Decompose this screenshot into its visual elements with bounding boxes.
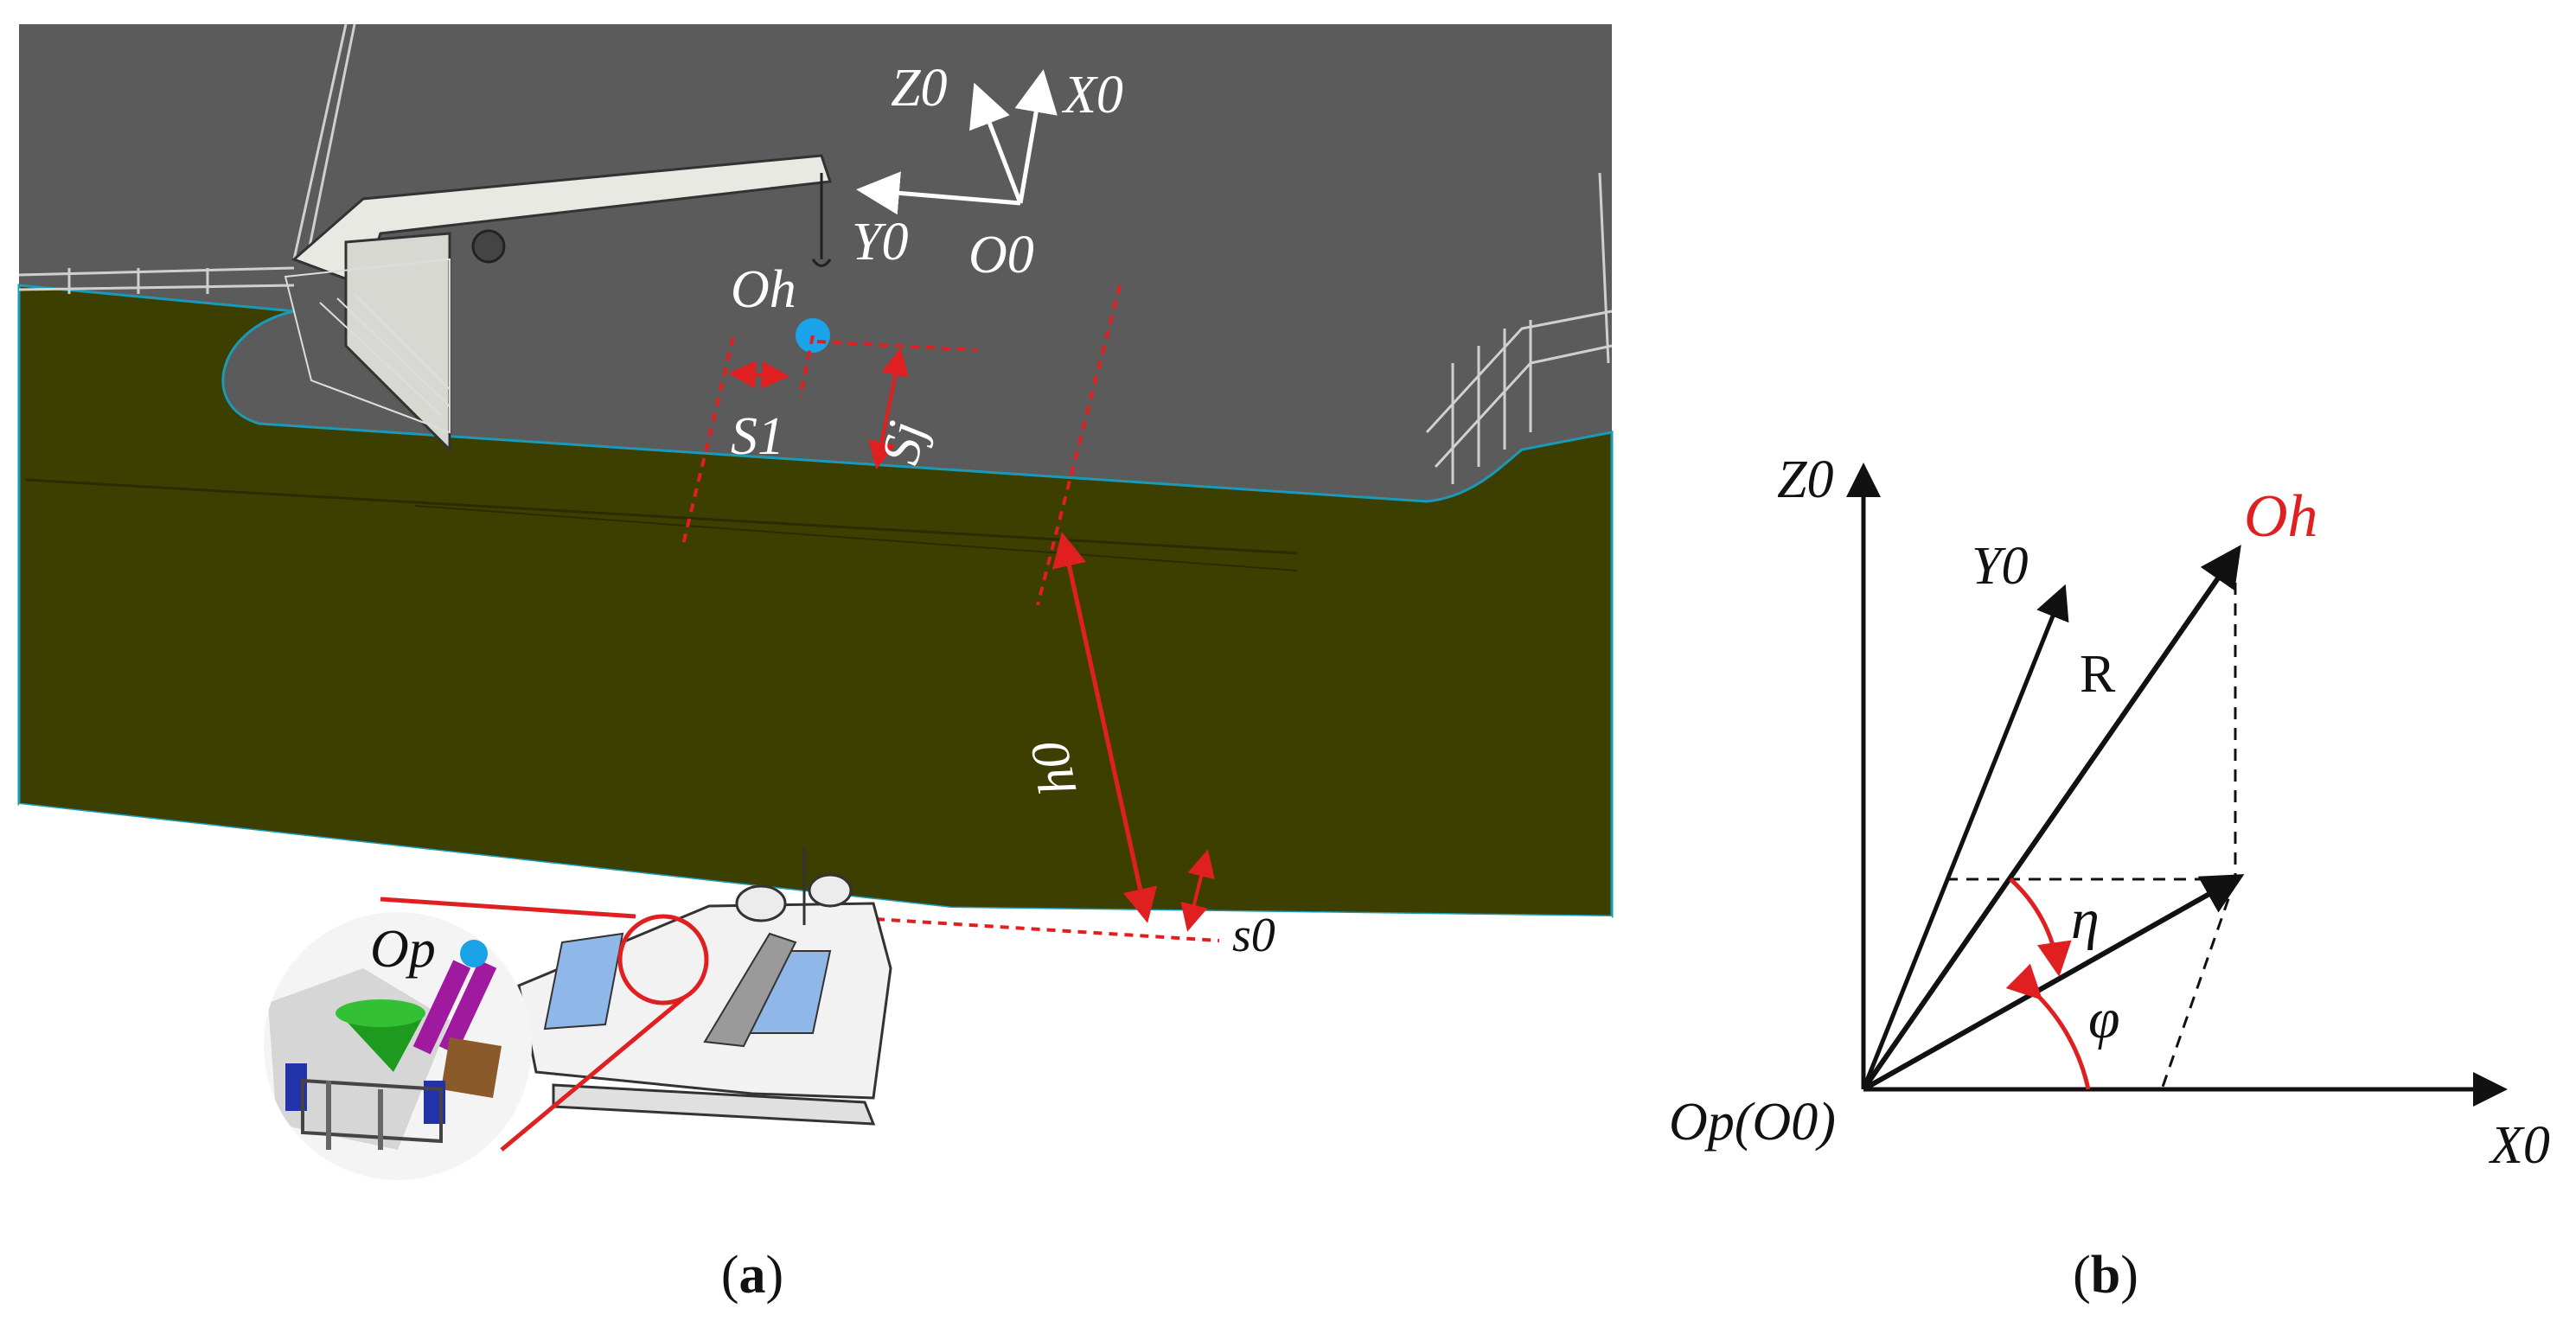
panel-a-scene: Z0 X0 Y0 O0 Oh S1 Sj h0 s0 [17, 23, 1614, 1209]
label-eta: η [2071, 888, 2100, 951]
mast-cable [1598, 172, 1610, 364]
label-h0: h0 [1020, 736, 1088, 801]
angle-eta-arc [2009, 877, 2072, 977]
angle-phi-arc [2005, 963, 2091, 1090]
deck-line [414, 505, 1298, 571]
crane [284, 154, 833, 453]
vector-r [1861, 545, 2241, 1091]
label-op: Op [370, 920, 436, 979]
construction-lines [1946, 562, 2237, 1090]
mast-cable [292, 23, 356, 260]
label-r: R [2080, 645, 2116, 704]
label-z0-a: Z0 [891, 59, 947, 118]
frame-o0 [856, 69, 1058, 215]
label-x0-b: X0 [2488, 1116, 2550, 1175]
dim-sj [876, 348, 909, 463]
ship-hull [17, 284, 1614, 918]
label-oh-b: Oh [2244, 483, 2318, 550]
caption-a: (a) [721, 1246, 783, 1305]
dim-s1 [734, 361, 789, 389]
vector-projection [1862, 874, 2245, 1092]
railing-right [1425, 310, 1613, 484]
label-phi: φ [2088, 987, 2120, 1050]
callout-line [380, 897, 636, 919]
label-x0-a: X0 [1061, 66, 1123, 124]
axis-y0 [1861, 584, 2069, 1090]
label-origin: Op(O0) [1669, 1093, 1836, 1152]
boat [517, 847, 892, 1126]
axis-y0-arrow [856, 171, 1021, 215]
dim-s0 [1180, 855, 1208, 932]
label-o0-a: O0 [968, 226, 1034, 284]
point-op [460, 940, 488, 967]
dim-h0 [1051, 532, 1148, 916]
axis-x0-arrow [1014, 69, 1058, 204]
caption-b: (b) [2073, 1246, 2138, 1305]
label-y0-b: Y0 [1972, 537, 2028, 596]
label-s1: S1 [731, 407, 784, 466]
axis-z0-arrow [969, 82, 1023, 204]
label-oh-a: Oh [731, 260, 796, 319]
panel-b-diagram: Z0 Y0 Oh R η φ Op(O0) X0 [1669, 450, 2550, 1175]
label-y0-a: Y0 [852, 213, 908, 271]
railing [18, 266, 295, 294]
callout-circle [617, 914, 709, 1005]
label-s0: s0 [1232, 909, 1275, 962]
label-z0-b: Z0 [1777, 450, 1833, 509]
callout-line [500, 997, 685, 1152]
guides-red [681, 284, 1220, 942]
